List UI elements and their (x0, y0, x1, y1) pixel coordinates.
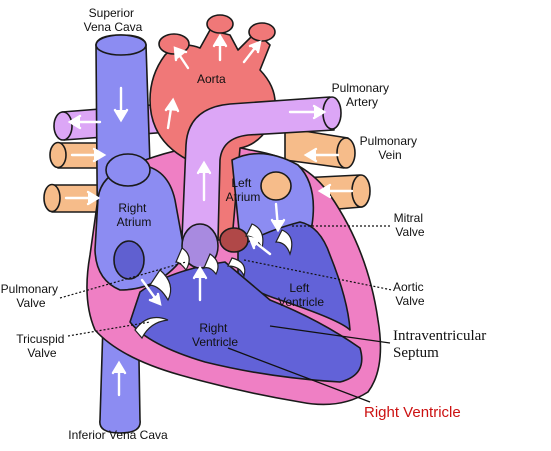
arrow-aorta-1 (173, 46, 190, 70)
right-ventricle (129, 261, 363, 383)
inferior-vena-cava-opening (113, 240, 145, 280)
aorta-branch-2 (206, 14, 234, 34)
aortic-valve-ring (219, 227, 249, 253)
pulmonary-valve-leaflet-2 (202, 253, 219, 276)
label-aorta: Aorta (197, 72, 226, 86)
leader-lines (59, 225, 393, 403)
leader-pulmonary-valve (59, 261, 187, 299)
label-aortic-valve: Aortic Valve (393, 280, 427, 308)
arrow-left-atrium (270, 202, 286, 233)
pulmonary-vein-opening (260, 171, 292, 201)
pulmonary-vein-right-upper-end (336, 137, 356, 169)
pulmonary-artery-right-end (322, 96, 342, 130)
label-pulmonary-artery: Pulmonary Artery (332, 81, 393, 109)
mitral-valve-leaflet-2 (275, 229, 293, 256)
arrow-pv-left-upper (70, 147, 107, 163)
leader-aortic-valve (243, 259, 393, 291)
leader-tricuspid-valve (67, 321, 151, 337)
arrow-pa-trunk (196, 160, 212, 202)
label-right-ventricle-callout: Right Ventricle (364, 404, 461, 421)
arrow-pv-right-upper (303, 147, 340, 163)
aorta-branch-3 (248, 22, 276, 42)
label-inferior-vena-cava: Inferior Vena Cava (68, 428, 168, 442)
flow-arrows (64, 33, 354, 397)
left-ventricle (237, 221, 351, 331)
arrow-pv-left-lower (64, 190, 101, 206)
arrow-right-atrium (140, 278, 162, 306)
pulmonary-valve-leaflet-1 (175, 247, 190, 272)
pulmonary-vein-right-lower-end (351, 174, 371, 208)
right-atrium-opening (105, 153, 151, 187)
label-tricuspid-valve: Tricuspid Valve (16, 332, 68, 360)
pulmonary-vein-left-upper-end (49, 141, 67, 169)
leader-septum (269, 325, 391, 344)
arrow-ivc-up (111, 360, 127, 397)
tricuspid-valve-leaflet-1 (148, 269, 172, 302)
pulmonary-vein-left-lower-end (43, 183, 61, 213)
arrow-pa-right (288, 104, 327, 120)
label-right-ventricle-inner: Right Ventricle (192, 321, 238, 349)
arrow-pa-left (67, 114, 102, 130)
leader-right-ventricle (227, 347, 371, 403)
superior-vena-cava-opening (95, 34, 147, 56)
pulmonary-artery-left-end (53, 111, 73, 141)
arrow-aorta-2 (212, 33, 228, 62)
arrow-right-ventricle (192, 265, 208, 302)
arrow-aorta-up (164, 97, 180, 130)
label-mitral-valve: Mitral Valve (394, 211, 427, 239)
label-intraventricular-septum: Intraventricular Septum (393, 328, 490, 361)
arrow-aorta-3 (242, 40, 262, 64)
label-superior-vena-cava: Superior Vena Cava (84, 6, 143, 34)
arrow-left-ventricle (248, 236, 272, 256)
arrow-svc-down (113, 86, 129, 123)
aortic-valve-leaflet (227, 257, 246, 278)
label-pulmonary-vein: Pulmonary Vein (360, 134, 421, 162)
aorta-branch-1 (158, 33, 190, 55)
arrow-pv-right-lower (317, 183, 354, 199)
label-left-ventricle: Left Ventricle (278, 281, 324, 309)
label-left-atrium: Left Atrium (226, 176, 261, 204)
label-pulmonary-valve: Pulmonary Valve (1, 282, 62, 310)
label-right-atrium: Right Atrium (117, 201, 152, 229)
